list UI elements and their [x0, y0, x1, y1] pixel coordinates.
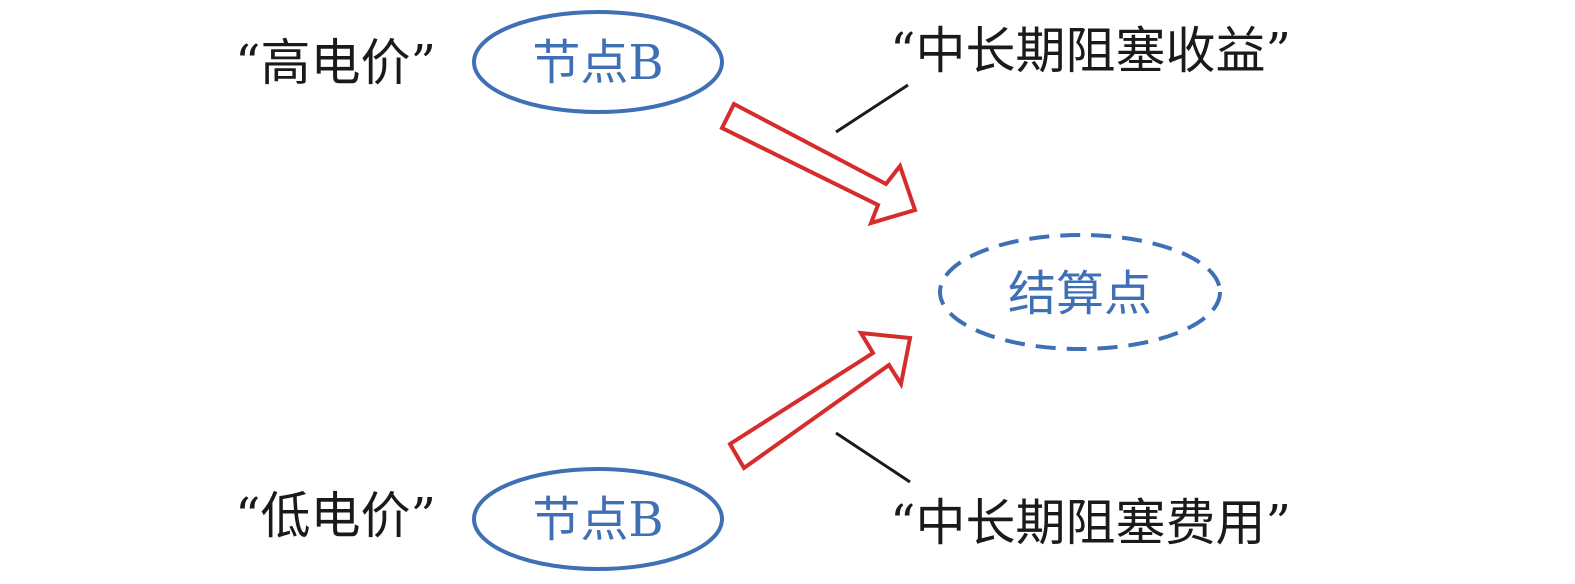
bottom-flow-arrow	[727, 330, 913, 471]
bottom-node-ellipse	[472, 467, 724, 571]
low-price-label: “低电价”	[235, 487, 436, 545]
congestion-revenue-label: “中长期阻塞收益”	[890, 22, 1291, 80]
bottom-node-label: 节点B	[532, 492, 663, 548]
top-node-ellipse	[472, 10, 724, 114]
settlement-point-ellipse	[938, 233, 1222, 351]
top-leader-line	[835, 83, 909, 134]
top-node-label: 节点B	[532, 35, 663, 91]
top-flow-arrow	[719, 101, 918, 227]
congestion-cost-label: “中长期阻塞费用”	[890, 494, 1291, 552]
settlement-point-label: 结算点	[1008, 266, 1152, 322]
high-price-label: “高电价”	[235, 34, 436, 92]
bottom-leader-line	[835, 431, 911, 484]
